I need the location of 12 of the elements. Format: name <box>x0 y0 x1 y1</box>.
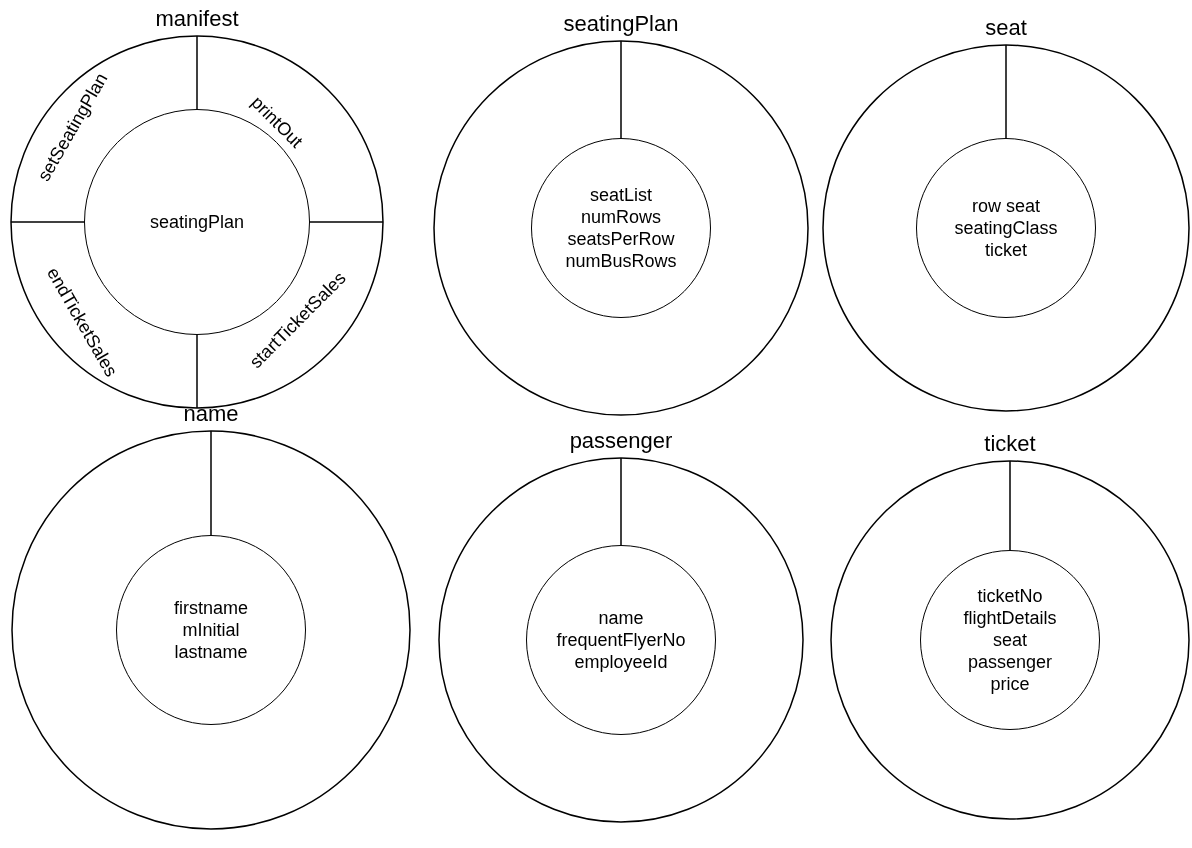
attribute-list: row seat seatingClass ticket <box>954 195 1058 261</box>
attribute-list: name frequentFlyerNo employeeId <box>556 607 686 673</box>
attribute-list: seatingPlan <box>149 211 245 233</box>
object-title: seatingPlan <box>563 10 679 38</box>
attribute-list: seatList numRows seatsPerRow numBusRows <box>565 184 677 272</box>
object-title: seat <box>985 14 1027 42</box>
attribute-list: firstname mInitial lastname <box>174 597 248 663</box>
object-title: name <box>183 400 239 428</box>
object-title: manifest <box>155 5 239 33</box>
object-title: passenger <box>569 427 673 455</box>
object-title: ticket <box>984 430 1036 458</box>
attribute-list: ticketNo flightDetails seat passenger price <box>963 585 1057 695</box>
